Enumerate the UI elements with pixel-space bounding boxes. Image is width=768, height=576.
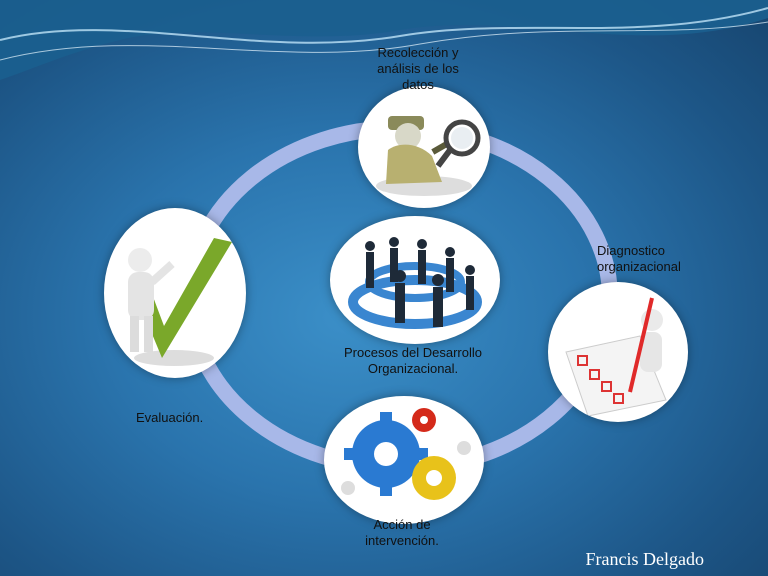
wave-line <box>0 7 768 44</box>
center-node <box>330 216 500 344</box>
node-label-diagnostico: Diagnostico organizacional <box>597 243 681 274</box>
wave-line <box>0 21 768 61</box>
node-label-evaluacion: Evaluación. <box>136 410 204 425</box>
node-label-recoleccion: Recolección y análisis de los datos <box>377 45 459 92</box>
gears-icon <box>341 408 471 500</box>
node-recoleccion <box>358 86 490 208</box>
center-label: Procesos del Desarrollo Organizacional. <box>343 345 482 376</box>
people-network-icon <box>348 237 482 329</box>
detective-magnifier-icon <box>376 116 481 196</box>
author-name: Francis Delgado <box>585 549 704 569</box>
top-wave <box>0 0 768 80</box>
checkmark-icon <box>128 238 232 366</box>
node-diagnostico <box>548 282 688 422</box>
node-evaluacion <box>104 208 246 378</box>
checklist-icon <box>565 297 667 417</box>
node-accion <box>324 396 484 524</box>
node-label-accion: Acción de intervención. <box>365 517 439 548</box>
